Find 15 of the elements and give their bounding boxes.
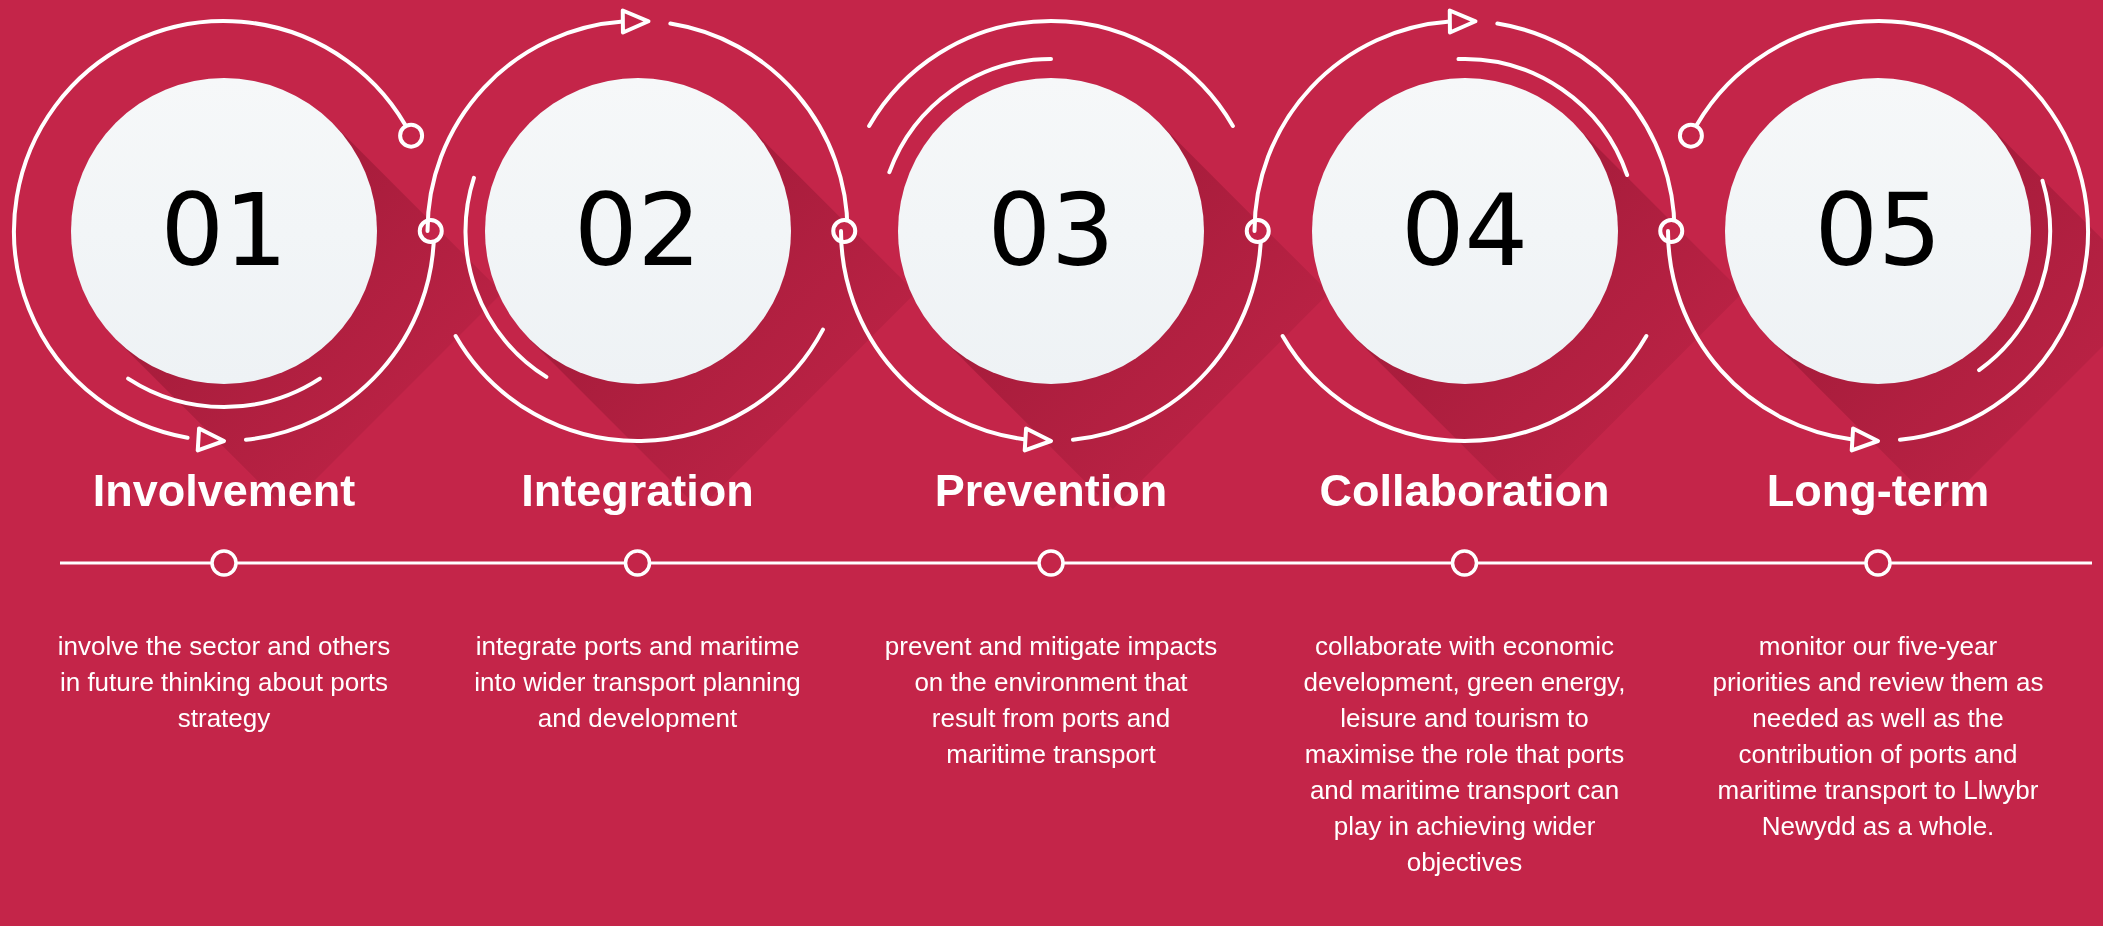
step-number: 02: [573, 181, 702, 281]
step-title: Long-term: [1765, 466, 1991, 516]
step-number: 05: [1814, 181, 1942, 281]
step-title: Collaboration: [1318, 466, 1611, 516]
step-title: Prevention: [933, 466, 1169, 516]
step-description: involve the sector and others in future thinking about ports strategy: [56, 630, 392, 735]
step-description: integrate ports and maritime into wider transport planning and development: [473, 630, 802, 735]
step-number: 04: [1400, 181, 1529, 281]
step-title: Involvement: [91, 466, 357, 516]
step-description: collaborate with economic development, green energy, leisure and tourism to maximise the role that ports and maritime transport can play in achieving wider objectives: [1302, 630, 1627, 879]
step-number: 01: [160, 181, 288, 281]
step-description: prevent and mitigate impacts on the environment that result from ports and maritime transport: [883, 630, 1219, 771]
step-description: monitor our five-year priorities and review them as needed as well as the contribution of ports and maritime transport to Llwybr Newydd as a whole.: [1711, 630, 2045, 843]
step-title: Integration: [520, 466, 755, 516]
step-number: 03: [987, 181, 1115, 281]
